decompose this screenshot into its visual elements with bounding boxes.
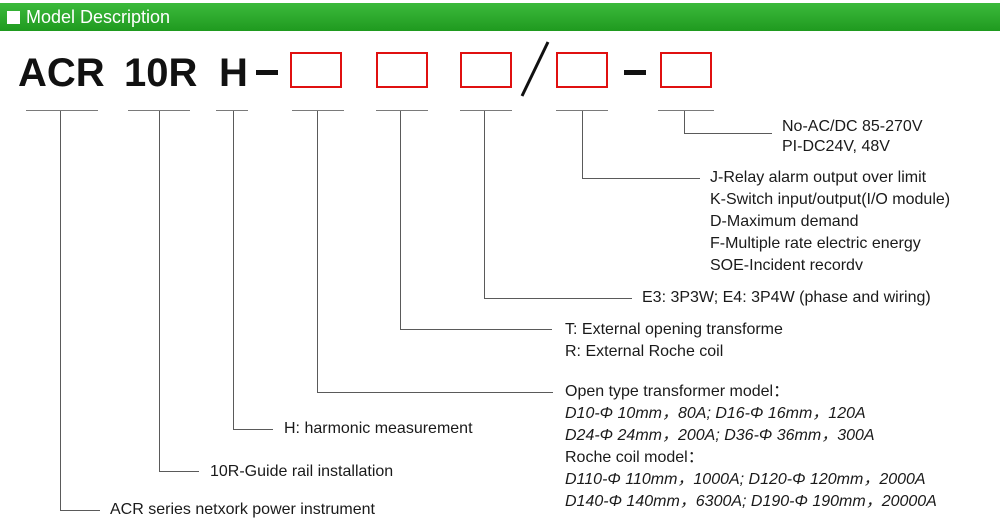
- leader-harmonic-h: [233, 429, 273, 430]
- code-box-transformer-type: [376, 52, 428, 88]
- leader-functions-v: [582, 111, 583, 178]
- leader-series-h: [60, 510, 100, 511]
- section-title: Model Description: [26, 6, 171, 27]
- underline-h: [216, 110, 248, 111]
- function-option-3: D-Maximum demand: [710, 213, 859, 230]
- underline-box2: [376, 110, 428, 111]
- power-option-1: No-AC/DC 85-270V: [782, 118, 923, 135]
- code-box-wiring: [460, 52, 512, 88]
- model-code-10r: 10R: [124, 51, 198, 95]
- leader-series-v: [60, 111, 61, 510]
- code-box-transformer-model: [290, 52, 342, 88]
- underline-10r: [128, 110, 190, 111]
- leader-harmonic-v: [233, 111, 234, 429]
- leader-transformer-model-h: [317, 392, 553, 393]
- power-option-2: PI-DC24V, 48V: [782, 138, 890, 155]
- code-slash: [520, 41, 550, 97]
- underline-acr: [26, 110, 98, 111]
- function-option-2: K-Switch input/output(I/O module): [710, 191, 951, 208]
- leader-power-v: [684, 111, 685, 133]
- roche-coil-line-1: D110-Φ 110mm，1000A; D120-Φ 120mm，2000A: [565, 471, 926, 488]
- code-box-power: [660, 52, 712, 88]
- function-option-1: J-Relay alarm output over limit: [710, 169, 927, 186]
- leader-transformer-type-h: [400, 329, 552, 330]
- leader-transformer-type-v: [400, 111, 401, 329]
- model-code-acr: ACR: [18, 51, 105, 95]
- harmonic-description: H: harmonic measurement: [284, 420, 473, 437]
- leader-rail-h: [159, 471, 199, 472]
- underline-box5: [658, 110, 714, 111]
- transformer-type-option-2: R: External Roche coil: [565, 343, 724, 360]
- rail-description: 10R-Guide rail installation: [210, 463, 394, 480]
- square-bullet-icon: [7, 10, 20, 24]
- model-code-h: H: [219, 51, 248, 95]
- leader-wiring-h: [484, 298, 632, 299]
- code-dash-1: [256, 70, 278, 75]
- roche-coil-line-2: D140-Φ 140mm，6300A; D190-Φ 190mm，20000A: [565, 493, 937, 510]
- leader-functions-h: [582, 178, 700, 179]
- leader-power-h: [684, 133, 772, 134]
- transformer-type-option-1: T: External opening transforme: [565, 321, 783, 338]
- open-type-line-1: D10-Φ 10mm，80A; D16-Φ 16mm，120A: [565, 405, 866, 422]
- underline-box3: [460, 110, 512, 111]
- function-option-5: SOE-Incident recordv: [710, 257, 863, 274]
- underline-box1: [292, 110, 344, 111]
- roche-coil-heading: Roche coil model：: [565, 449, 704, 466]
- code-box-functions: [556, 52, 608, 88]
- code-dash-2: [624, 70, 646, 75]
- open-type-line-2: D24-Φ 24mm，200A; D36-Φ 36mm，300A: [565, 427, 875, 444]
- leader-rail-v: [159, 111, 160, 471]
- underline-box4: [556, 110, 608, 111]
- wiring-option: E3: 3P3W; E4: 3P4W (phase and wiring): [642, 289, 931, 306]
- leader-transformer-model-v: [317, 111, 318, 392]
- section-header: Model Description: [0, 3, 1000, 31]
- series-description: ACR series netxork power instrument: [110, 501, 375, 518]
- function-option-4: F-Multiple rate electric energy: [710, 235, 921, 252]
- open-type-heading: Open type transformer model：: [565, 383, 790, 400]
- leader-wiring-v: [484, 111, 485, 298]
